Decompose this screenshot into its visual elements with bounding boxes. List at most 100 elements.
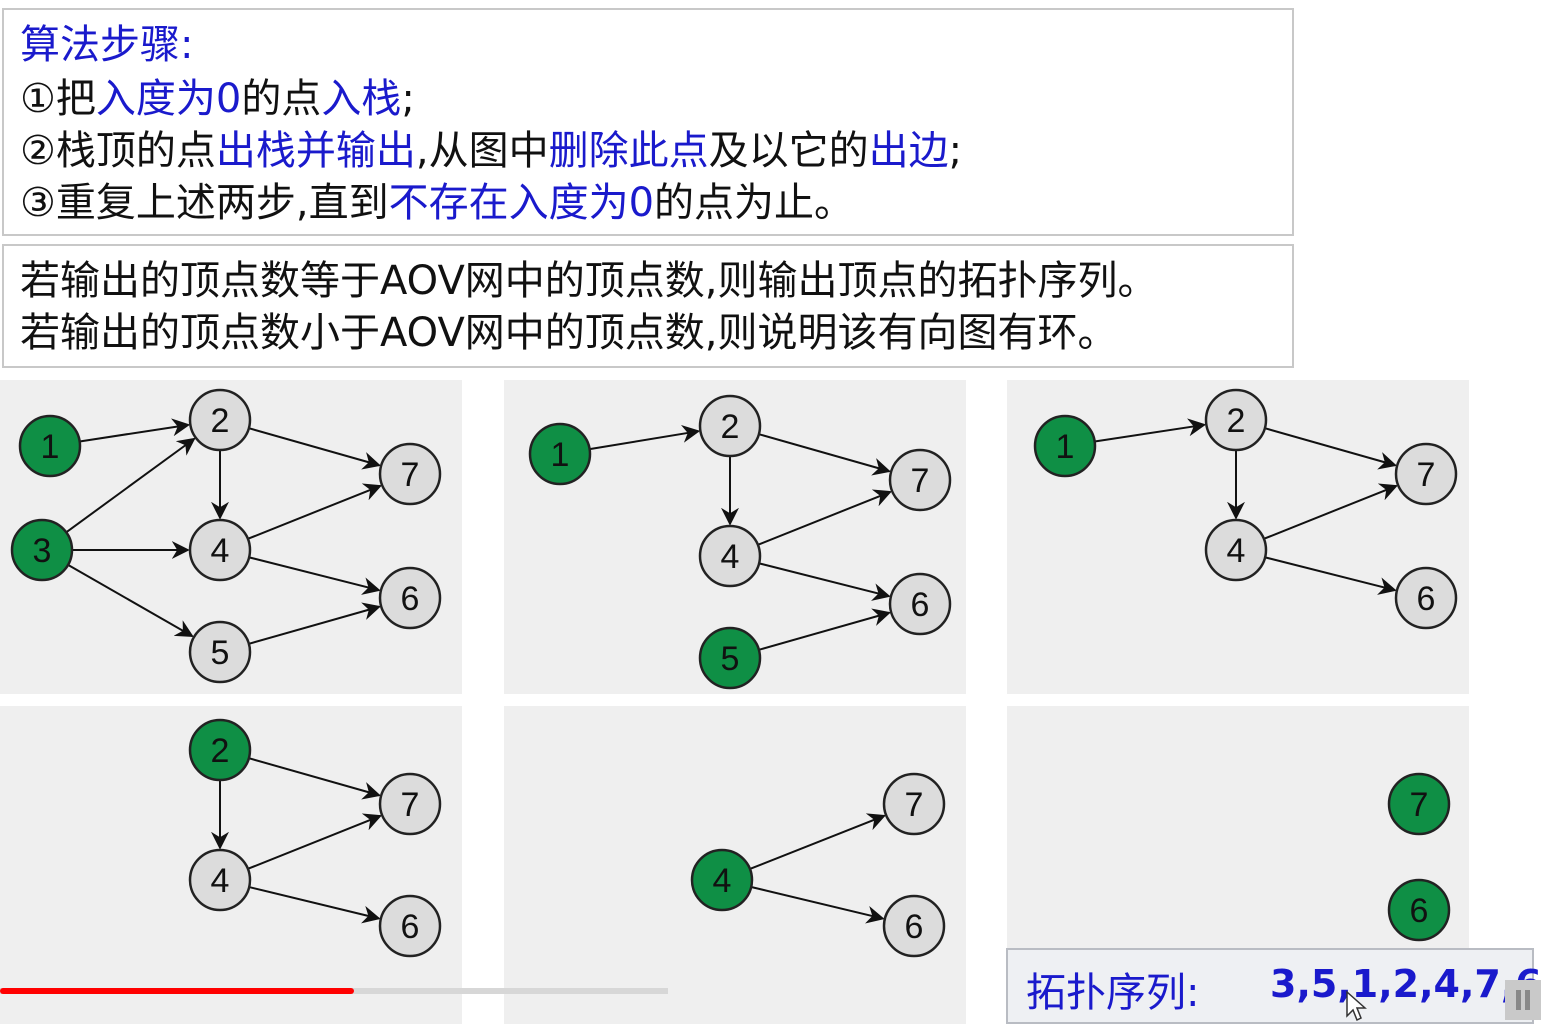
- node-5: 5: [188, 620, 252, 684]
- node-7: 7: [378, 772, 442, 836]
- edge-1-2: [1094, 418, 1207, 443]
- node-circle: [188, 718, 252, 782]
- edge-4-7: [247, 483, 382, 540]
- edge-4-7: [749, 813, 886, 870]
- node-label: 7: [905, 786, 924, 824]
- node-7: 7: [888, 448, 952, 512]
- step-text-segment: ③重复上述两步,直到: [20, 180, 389, 226]
- node-label: 1: [41, 428, 60, 466]
- node-label: 3: [33, 532, 52, 570]
- edge-4-6: [758, 562, 891, 601]
- step-text-segment: ;: [401, 76, 415, 122]
- node-label: 4: [1227, 532, 1246, 570]
- node-circle: [18, 414, 82, 478]
- node-circle: [1204, 388, 1268, 452]
- node-label: 6: [1417, 580, 1436, 618]
- node-2: 2: [698, 394, 762, 458]
- node-label: 1: [551, 436, 570, 474]
- node-label: 5: [211, 634, 230, 672]
- result-line-1: 若输出的顶点数等于AOV网中的顶点数,则输出顶点的拓扑序列。: [20, 258, 1158, 304]
- node-6: 6: [378, 894, 442, 958]
- edge-2-7: [248, 757, 381, 800]
- node-circle: [1033, 414, 1097, 478]
- step-text-segment: ,从图中: [415, 128, 549, 174]
- step-text-segment: 不存在入度为0: [388, 180, 655, 226]
- node-7: 7: [882, 772, 946, 836]
- node-label: 1: [1056, 428, 1075, 466]
- node-4: 4: [188, 518, 252, 582]
- node-circle: [882, 894, 946, 958]
- node-6: 6: [1387, 878, 1451, 942]
- node-circle: [1387, 878, 1451, 942]
- edge-4-6: [248, 886, 381, 924]
- node-label: 7: [401, 786, 420, 824]
- node-label: 7: [911, 462, 930, 500]
- video-progress-fill: [0, 988, 355, 994]
- node-6: 6: [882, 894, 946, 958]
- edge-2-7: [758, 433, 891, 476]
- step-text-segment: ;: [948, 128, 963, 174]
- edge-3-5: [67, 564, 194, 637]
- pause-icon[interactable]: [1505, 980, 1541, 1020]
- node-label: 4: [721, 538, 740, 576]
- edge-2-7: [248, 427, 381, 470]
- node-7: 7: [1387, 772, 1451, 836]
- edge-5-6: [248, 602, 381, 645]
- node-circle: [378, 566, 442, 630]
- step-text-segment: 入栈: [321, 76, 402, 122]
- graph-svg: 2 4 6 7: [188, 718, 442, 958]
- step-3: ③重复上述两步,直到不存在入度为0的点为止。: [20, 178, 854, 228]
- result-box: 若输出的顶点数等于AOV网中的顶点数,则输出顶点的拓扑序列。 若输出的顶点数小于…: [2, 244, 1294, 368]
- node-4: 4: [1204, 518, 1268, 582]
- edge-4-6: [750, 886, 885, 924]
- node-6: 6: [1394, 566, 1458, 630]
- node-circle: [1394, 442, 1458, 506]
- step-text-segment: 出栈并输出: [215, 128, 416, 174]
- steps-heading: 算法步骤:: [20, 22, 194, 68]
- edge-3-2: [65, 437, 196, 534]
- node-label: 2: [1227, 402, 1246, 440]
- node-2: 2: [188, 388, 252, 452]
- node-circle: [698, 394, 762, 458]
- node-circle: [378, 772, 442, 836]
- edge-2-7: [1264, 427, 1397, 470]
- node-circle: [10, 518, 74, 582]
- node-label: 2: [211, 402, 230, 440]
- node-7: 7: [378, 442, 442, 506]
- node-2: 2: [188, 718, 252, 782]
- step-1: ①把入度为0的点入栈;: [20, 74, 415, 124]
- node-1: 1: [18, 414, 82, 478]
- edge-4-6: [1264, 556, 1397, 595]
- node-1: 1: [1033, 414, 1097, 478]
- step-text-segment: ②栈顶的点: [20, 128, 216, 174]
- node-label: 6: [401, 580, 420, 618]
- edge-4-7: [247, 813, 382, 870]
- node-circle: [698, 524, 762, 588]
- graph-svg: 467: [690, 772, 946, 958]
- graph-svg: 1 2 3 4 5 6 7: [10, 388, 442, 684]
- node-circle: [528, 422, 592, 486]
- node-circle: [1387, 772, 1451, 836]
- edge-5-6: [758, 608, 891, 651]
- node-circle: [188, 620, 252, 684]
- node-label: 6: [905, 908, 924, 946]
- step-text-segment: 删除此点: [548, 128, 709, 174]
- node-circle: [1204, 518, 1268, 582]
- node-circle: [888, 572, 952, 636]
- edge-4-7: [757, 489, 892, 546]
- result-line-2: 若输出的顶点数小于AOV网中的顶点数,则说明该有向图有环。: [20, 310, 1118, 356]
- node-3: 3: [10, 518, 74, 582]
- step-text-segment: 及以它的: [708, 128, 869, 174]
- node-circle: [690, 848, 754, 912]
- panel-step-4: 2 4 6 7: [0, 706, 462, 1024]
- node-6: 6: [378, 566, 442, 630]
- node-label: 6: [401, 908, 420, 946]
- node-circle: [698, 626, 762, 690]
- node-4: 4: [188, 848, 252, 912]
- node-circle: [888, 448, 952, 512]
- video-progress-bar[interactable]: [0, 988, 668, 994]
- node-label: 5: [721, 640, 740, 678]
